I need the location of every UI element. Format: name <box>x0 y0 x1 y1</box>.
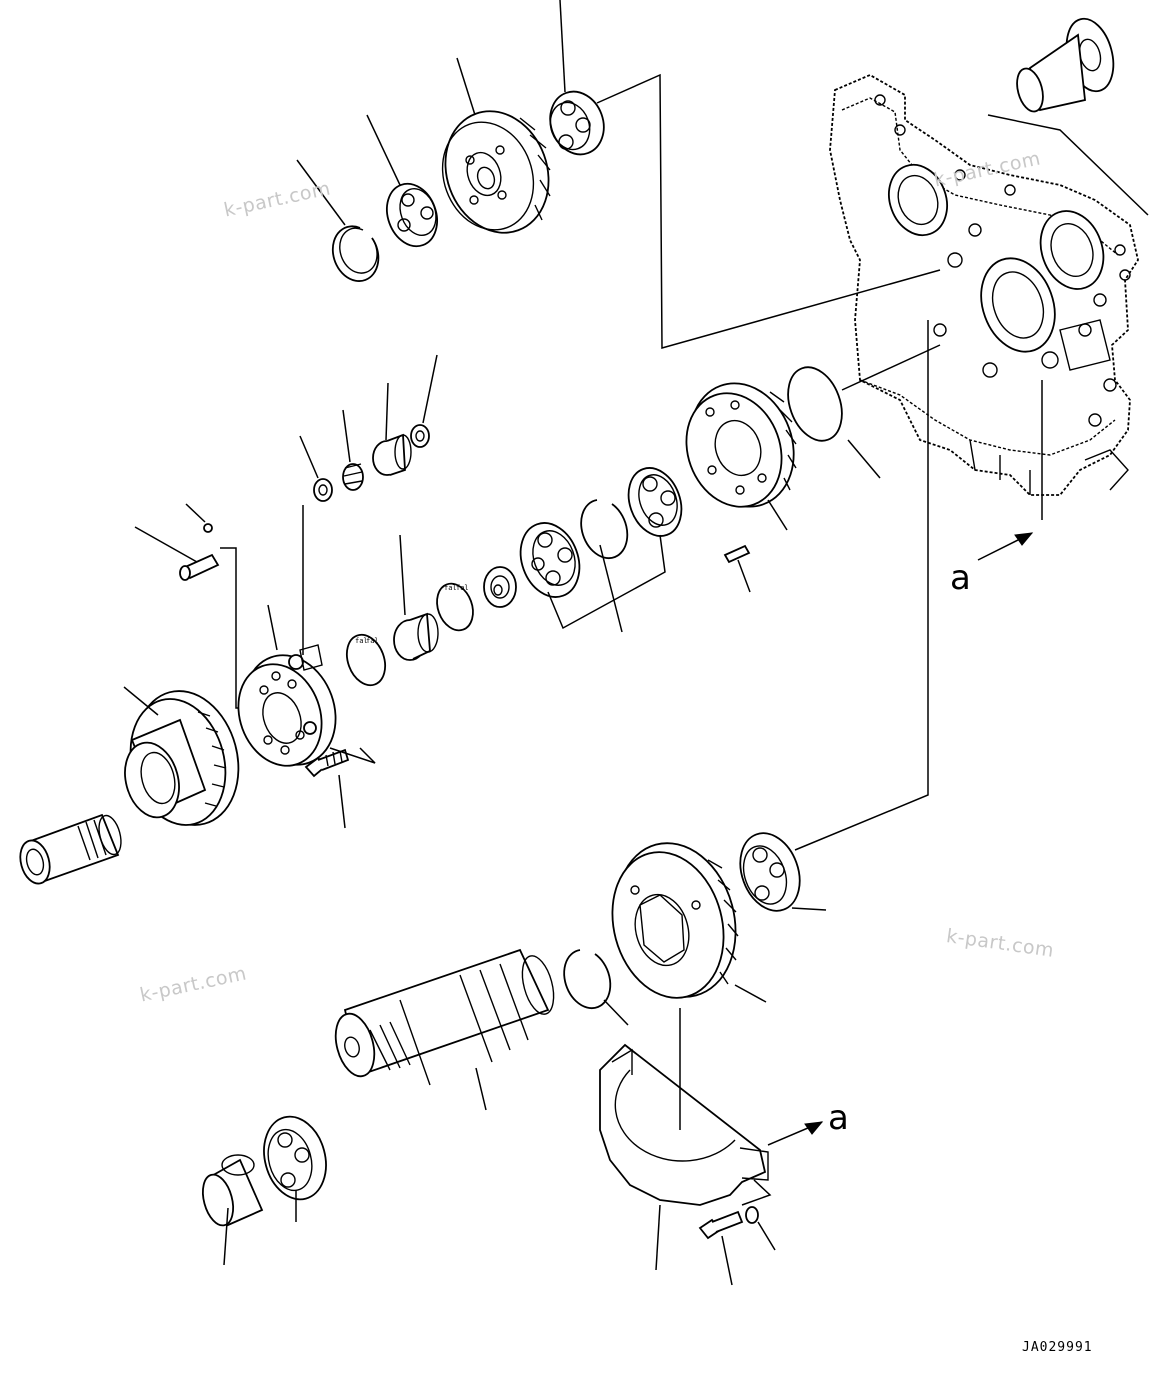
small-pin <box>185 503 213 533</box>
lower-gear <box>611 842 767 1003</box>
carrier-plate <box>237 505 337 767</box>
top-large-bearing <box>549 0 941 349</box>
lower-left-bearing <box>263 1115 327 1222</box>
flat-washer-small <box>299 435 333 502</box>
needle-bearing-medium <box>372 382 412 476</box>
output-shaft <box>334 948 555 1111</box>
top-snap-ring <box>296 159 380 282</box>
lower-snap-ring <box>563 949 629 1026</box>
ring-gear-pin <box>723 544 751 593</box>
bearing-cup <box>201 1154 264 1266</box>
bearing-retainer <box>483 566 517 608</box>
needle-bearing-small <box>342 409 364 491</box>
view-callout-upper: a <box>950 558 971 598</box>
top-small-bearing <box>366 114 438 248</box>
center-bearing-left <box>519 522 581 598</box>
cover-bolt <box>698 1210 744 1286</box>
needle-bearing-center <box>393 534 439 661</box>
svg-text:fal: fal <box>355 637 368 645</box>
output-gear <box>123 686 240 826</box>
cover-washer <box>741 1179 776 1251</box>
lower-right-bearing <box>739 320 929 912</box>
top-gear <box>441 57 551 234</box>
transmission-case <box>829 17 1149 496</box>
gear-cover <box>599 1008 769 1271</box>
svg-text:fal: fal <box>444 584 457 592</box>
view-callout-lower: a <box>828 1098 849 1138</box>
ring-gear <box>685 382 797 531</box>
thrust-washer <box>410 354 438 448</box>
drawing-code: JA029991 <box>1022 1340 1093 1355</box>
splined-coupling <box>19 813 122 885</box>
snap-ring-left: fal fal <box>345 633 387 687</box>
carrier-bolt <box>304 747 376 829</box>
dowel-pin <box>134 526 252 709</box>
svg-text:fal: fal <box>456 584 469 592</box>
view-arrow-upper <box>977 380 1043 561</box>
center-bearing-right <box>547 467 683 630</box>
o-ring <box>787 344 941 479</box>
snap-ring-center: fal fal <box>436 582 474 632</box>
center-snap-ring <box>580 499 629 633</box>
svg-text:fal: fal <box>366 637 379 645</box>
view-arrow-lower <box>767 1121 824 1146</box>
